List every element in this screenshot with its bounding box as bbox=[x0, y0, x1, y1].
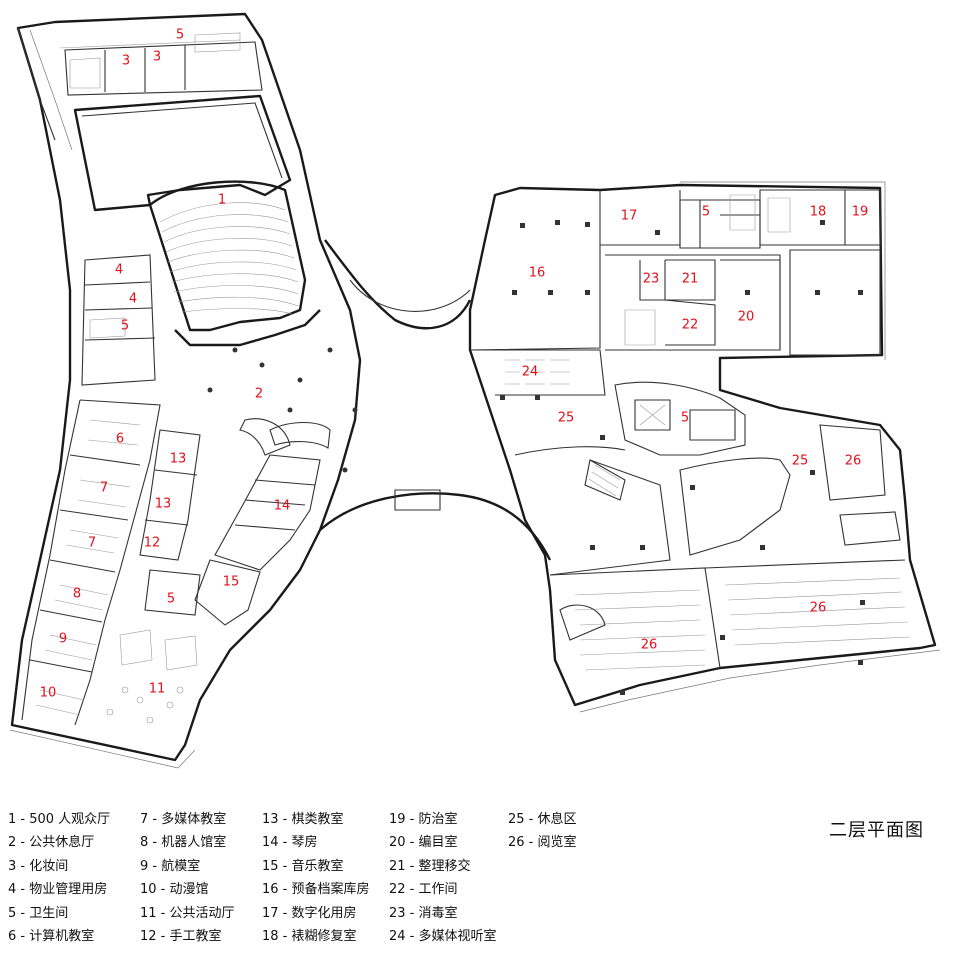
room-label-4: 4 bbox=[129, 292, 137, 307]
legend-item: 12 - 手工教室 bbox=[140, 928, 222, 944]
room-label-26: 26 bbox=[845, 454, 862, 469]
legend-item: 13 - 棋类教室 bbox=[262, 812, 344, 827]
room-label-13: 13 bbox=[170, 452, 187, 467]
room-label-5: 5 bbox=[702, 205, 710, 220]
room-label-18: 18 bbox=[810, 205, 827, 220]
legend-item: 5 - 卫生间 bbox=[8, 905, 69, 921]
legend-item: 14 - 琴房 bbox=[262, 835, 318, 851]
room-label-16: 16 bbox=[529, 266, 546, 281]
room-label-1: 1 bbox=[218, 193, 226, 208]
legend-column-1: 1 - 500 人观众厅 2 - 公共休息厅 3 - 化妆间 4 - 物业管理用… bbox=[8, 808, 110, 948]
legend-column-2: 7 - 多媒体教室 8 - 机器人馆室 9 - 航模室 10 - 动漫馆 11 … bbox=[140, 808, 235, 948]
legend-item: 10 - 动漫馆 bbox=[140, 882, 209, 898]
legend-item: 2 - 公共休息厅 bbox=[8, 835, 95, 851]
legend-item: 21 - 整理移交 bbox=[389, 858, 471, 874]
legend-item: 15 - 音乐教室 bbox=[262, 858, 344, 874]
room-label-23: 23 bbox=[643, 272, 660, 287]
room-label-14: 14 bbox=[274, 499, 291, 514]
legend-item: 6 - 计算机教室 bbox=[8, 928, 95, 944]
room-label-5: 5 bbox=[681, 411, 689, 426]
room-label-17: 17 bbox=[621, 209, 638, 224]
room-label-22: 22 bbox=[682, 318, 699, 333]
room-label-20: 20 bbox=[738, 310, 755, 325]
legend-item: 26 - 阅览室 bbox=[508, 835, 577, 851]
room-label-5: 5 bbox=[176, 28, 184, 43]
room-label-6: 6 bbox=[116, 432, 124, 447]
room-label-12: 12 bbox=[144, 536, 161, 551]
west-building bbox=[9, 12, 362, 769]
room-label-13: 13 bbox=[155, 497, 172, 512]
legend-item: 25 - 休息区 bbox=[508, 812, 577, 827]
room-label-10: 10 bbox=[40, 686, 57, 701]
legend-item: 24 - 多媒体视听室 bbox=[389, 928, 497, 944]
legend-item: 19 - 防治室 bbox=[389, 812, 458, 827]
legend-item: 1 - 500 人观众厅 bbox=[8, 812, 111, 827]
east-building bbox=[468, 181, 941, 713]
room-label-15: 15 bbox=[223, 575, 240, 590]
room-label-24: 24 bbox=[522, 365, 539, 380]
room-label-26: 26 bbox=[641, 638, 658, 653]
legend-column-4: 19 - 防治室 20 - 编目室 21 - 整理移交 22 - 工作间 23 … bbox=[389, 808, 497, 948]
room-labels: 1 2 3 3 5 4 4 5 6 7 7 8 9 10 11 12 13 13… bbox=[40, 28, 869, 701]
room-label-3: 3 bbox=[153, 50, 161, 65]
legend-item: 22 - 工作间 bbox=[389, 882, 458, 898]
plan-title: 二层平面图 bbox=[829, 820, 924, 841]
legend-item: 4 - 物业管理用房 bbox=[8, 882, 108, 898]
legend-item: 8 - 机器人馆室 bbox=[140, 835, 227, 851]
room-label-21: 21 bbox=[682, 272, 699, 287]
room-label-25: 25 bbox=[792, 454, 809, 469]
room-label-25: 25 bbox=[558, 411, 575, 426]
room-label-5: 5 bbox=[121, 319, 129, 334]
legend-item: 16 - 预备档案库房 bbox=[262, 882, 370, 898]
room-label-5: 5 bbox=[167, 592, 175, 607]
legend-item: 9 - 航模室 bbox=[140, 858, 201, 874]
room-label-8: 8 bbox=[73, 587, 81, 602]
room-label-3: 3 bbox=[122, 54, 130, 69]
room-label-7: 7 bbox=[88, 536, 96, 551]
legend-column-5: 25 - 休息区 26 - 阅览室 bbox=[508, 808, 577, 855]
room-label-9: 9 bbox=[59, 632, 67, 647]
bridges bbox=[319, 239, 552, 561]
legend-item: 20 - 编目室 bbox=[389, 835, 458, 851]
room-label-26: 26 bbox=[810, 601, 827, 616]
legend: 1 - 500 人观众厅 2 - 公共休息厅 3 - 化妆间 4 - 物业管理用… bbox=[8, 808, 628, 958]
floor-plan: 1 2 3 3 5 4 4 5 6 7 7 8 9 10 11 12 13 13… bbox=[9, 12, 941, 769]
legend-item: 7 - 多媒体教室 bbox=[140, 812, 227, 827]
room-label-7: 7 bbox=[100, 481, 108, 496]
legend-item: 3 - 化妆间 bbox=[8, 858, 69, 874]
room-label-19: 19 bbox=[852, 205, 869, 220]
legend-column-3: 13 - 棋类教室 14 - 琴房 15 - 音乐教室 16 - 预备档案库房 … bbox=[262, 808, 370, 948]
legend-item: 11 - 公共活动厅 bbox=[140, 905, 235, 921]
legend-item: 17 - 数字化用房 bbox=[262, 905, 357, 921]
room-label-2: 2 bbox=[255, 387, 263, 402]
legend-item: 18 - 裱糊修复室 bbox=[262, 928, 357, 944]
room-label-11: 11 bbox=[149, 682, 166, 697]
room-label-4: 4 bbox=[115, 263, 123, 278]
legend-item: 23 - 消毒室 bbox=[389, 905, 458, 921]
